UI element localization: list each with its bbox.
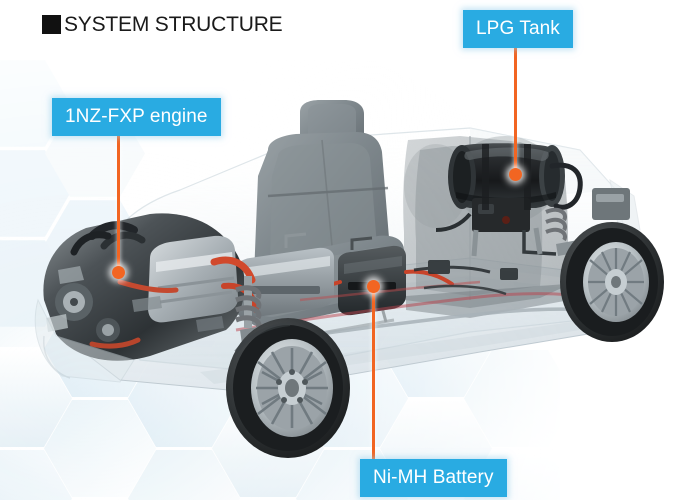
callout-label-nimh-battery[interactable]: Ni-MH Battery <box>360 459 507 497</box>
leader-dot-nimh-battery <box>367 280 380 293</box>
callout-label-engine[interactable]: 1NZ-FXP engine <box>52 98 221 136</box>
leader-line-nimh-battery <box>372 285 375 463</box>
front-nose-glass <box>34 298 135 383</box>
leader-dot-lpg-tank <box>509 168 522 181</box>
bullet-square-icon <box>42 15 61 34</box>
rear-wheel <box>560 222 664 342</box>
page-title: SYSTEM STRUCTURE <box>42 13 283 36</box>
leader-line-lpg-tank <box>514 44 517 176</box>
leader-line-engine <box>117 130 120 274</box>
page-title-text: SYSTEM STRUCTURE <box>64 13 283 36</box>
inverter-unit <box>236 232 334 319</box>
callout-label-lpg-tank[interactable]: LPG Tank <box>463 10 573 48</box>
lpg-tank <box>435 143 583 257</box>
engine-assembly <box>43 213 259 361</box>
wiring-harness <box>413 260 518 296</box>
front-wheel <box>226 318 350 458</box>
leader-dot-engine <box>112 266 125 279</box>
